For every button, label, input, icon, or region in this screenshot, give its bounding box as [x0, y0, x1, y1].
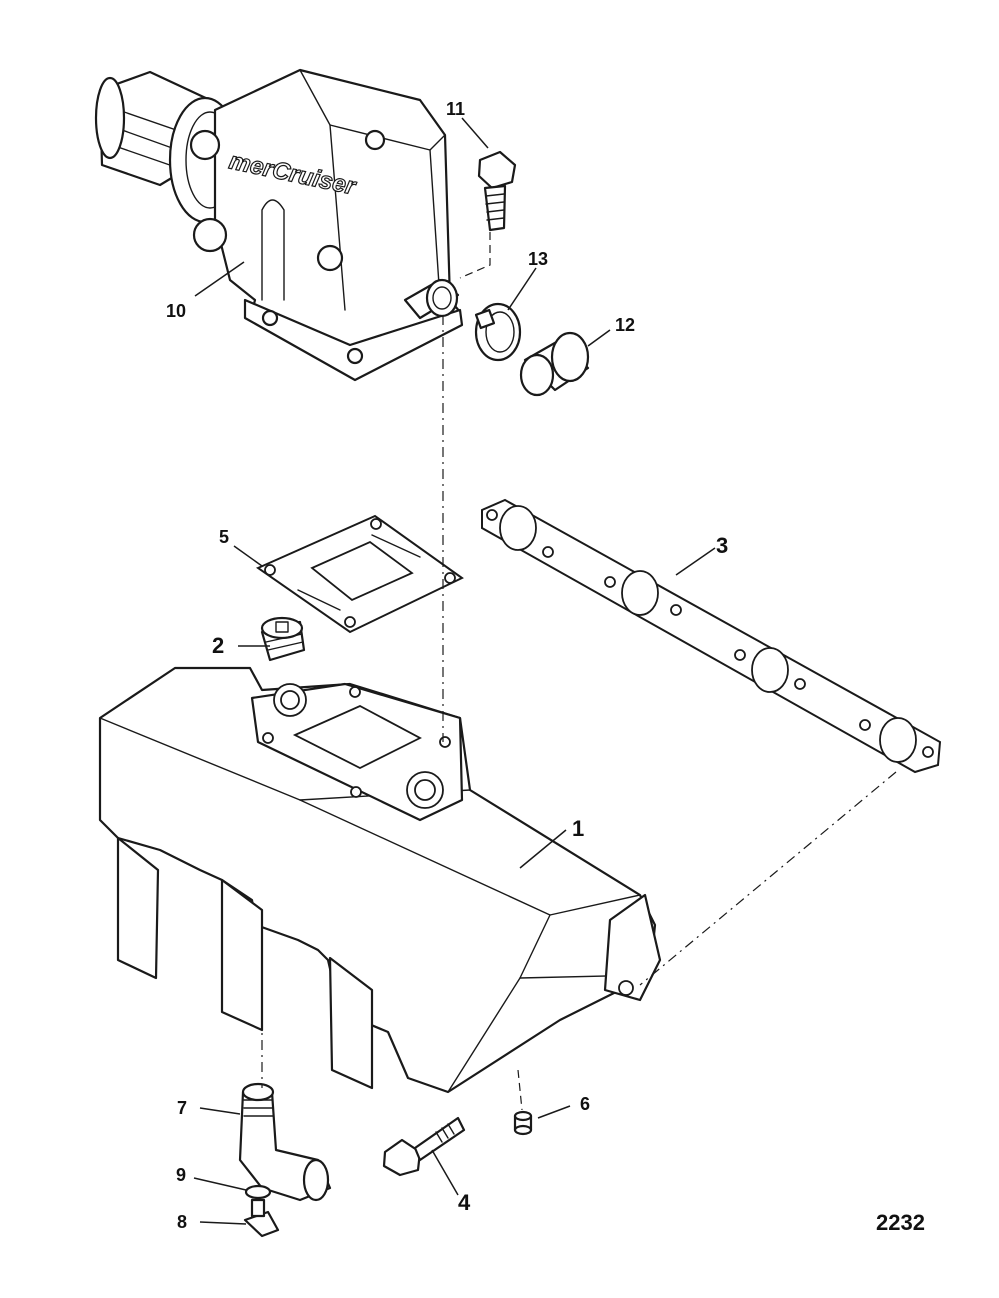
pipe-plug-2: [260, 616, 306, 662]
callout-labels: 1 2 3 4 5 6 7 8 9 10 11 12 13 2232: [166, 99, 925, 1235]
callout-6: 6: [580, 1094, 590, 1114]
callout-1: 1: [572, 816, 584, 841]
manifold-gasket-3: [481, 498, 942, 774]
callout-9: 9: [176, 1165, 186, 1185]
callout-10: 10: [166, 301, 186, 321]
hose-cap-12: [519, 331, 590, 397]
bolt-11: [477, 150, 517, 232]
callout-12: 12: [615, 315, 635, 335]
elbow-fitting-7: [238, 1082, 332, 1202]
callout-8: 8: [177, 1212, 187, 1232]
callout-3: 3: [716, 533, 728, 558]
hose-clamp-13: [474, 302, 522, 362]
callout-5: 5: [219, 527, 229, 547]
callout-4: 4: [458, 1190, 471, 1215]
elbow-gasket-5: [255, 514, 464, 634]
exhaust-elbow: merCruiser: [94, 68, 464, 382]
figure-number: 2232: [876, 1210, 925, 1235]
drain-plug-8: [243, 1198, 280, 1238]
bolt-4: [382, 1116, 466, 1177]
leader-lines: [193, 117, 716, 1225]
callout-2: 2: [212, 633, 224, 658]
callout-7: 7: [177, 1098, 187, 1118]
callout-11: 11: [446, 99, 465, 119]
callout-13: 13: [528, 249, 548, 269]
pipe-plug-6: [513, 1110, 533, 1136]
o-ring-9: [244, 1184, 272, 1200]
alignment-lines: [261, 232, 897, 1111]
exhaust-manifold: [98, 666, 662, 1094]
